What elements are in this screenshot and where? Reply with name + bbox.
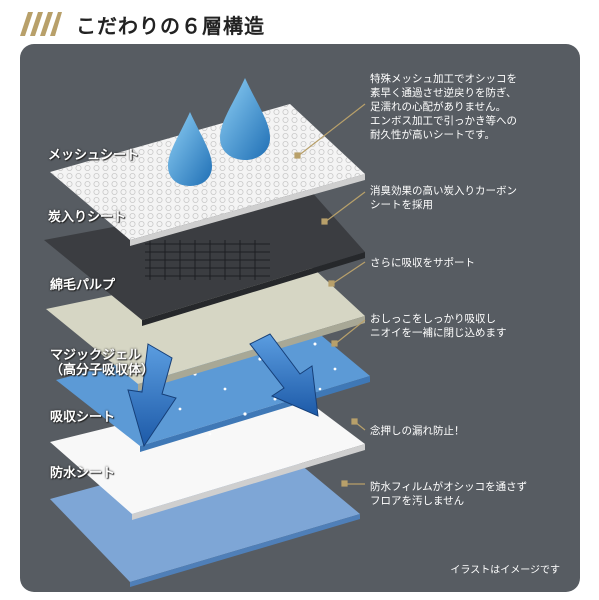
leader-dot <box>328 280 335 287</box>
layer-label-mesh: メッシュシート <box>48 148 140 163</box>
layer-desc-absorbent: 念押しの漏れ防止！ <box>370 425 465 437</box>
illustration-note: イラストはイメージです <box>450 565 560 576</box>
layer-label-pulp: 綿毛パルプ <box>50 278 116 293</box>
charcoal-sheet-edge <box>142 252 365 326</box>
pulp-edge <box>138 316 365 391</box>
charcoal-sheet-layer <box>44 190 365 320</box>
down-arrow-icon <box>249 333 319 417</box>
title-bar: こだわりの６層構造 <box>20 8 580 40</box>
layer-label-gel: マジックジェル （高分子吸収体） <box>50 348 155 378</box>
leader-line <box>324 191 366 223</box>
page-title: こだわりの６層構造 <box>76 14 265 38</box>
layer-label-waterproof: 防水シート <box>50 466 116 481</box>
leader-line <box>334 319 366 345</box>
droplet-icon <box>168 112 212 186</box>
mesh-sheet-edge <box>130 174 365 246</box>
leader-line <box>331 261 366 285</box>
layer-desc-mesh: 特殊メッシュ加工でオシッコを 素早く通過させ逆戻りを防ぎ、 足濡れの心配がありま… <box>370 73 517 141</box>
layer-desc-waterproof: 防水フィルムがオシッコを通さず フロアを汚しません <box>370 481 528 507</box>
waterproof-sheet-edge <box>130 514 360 587</box>
droplet-icon <box>220 78 270 160</box>
leader-dot <box>341 480 348 487</box>
layer-stack-illustration <box>44 78 370 587</box>
title-stripes-icon <box>20 12 62 36</box>
down-arrow-icon <box>127 343 177 448</box>
leader-dot <box>351 418 358 425</box>
charcoal-grid <box>145 240 270 280</box>
layer-desc-pulp: さらに吸収をサポート <box>370 257 475 269</box>
absorbent-sheet-edge <box>132 444 365 520</box>
leader-dot <box>331 340 338 347</box>
leader-dot <box>294 152 301 159</box>
pulp-layer <box>46 256 365 384</box>
layer-desc-gel: おしっこをしっかり吸収し ニオイを一補に閉じ込めます <box>370 313 507 339</box>
layer-desc-charcoal: 消臭効果の高い炭入りカーボン シートを採用 <box>370 185 517 211</box>
layer-diagram-panel: メッシュシート 炭入りシート 綿毛パルプ マジックジェル （高分子吸収体） 吸収… <box>20 44 580 592</box>
layer-label-charcoal: 炭入りシート <box>48 210 127 225</box>
layer-label-absorbent: 吸収シート <box>50 410 116 425</box>
leader-dot <box>321 218 328 225</box>
leader-line <box>297 103 366 157</box>
absorbent-sheet-layer <box>50 384 365 514</box>
